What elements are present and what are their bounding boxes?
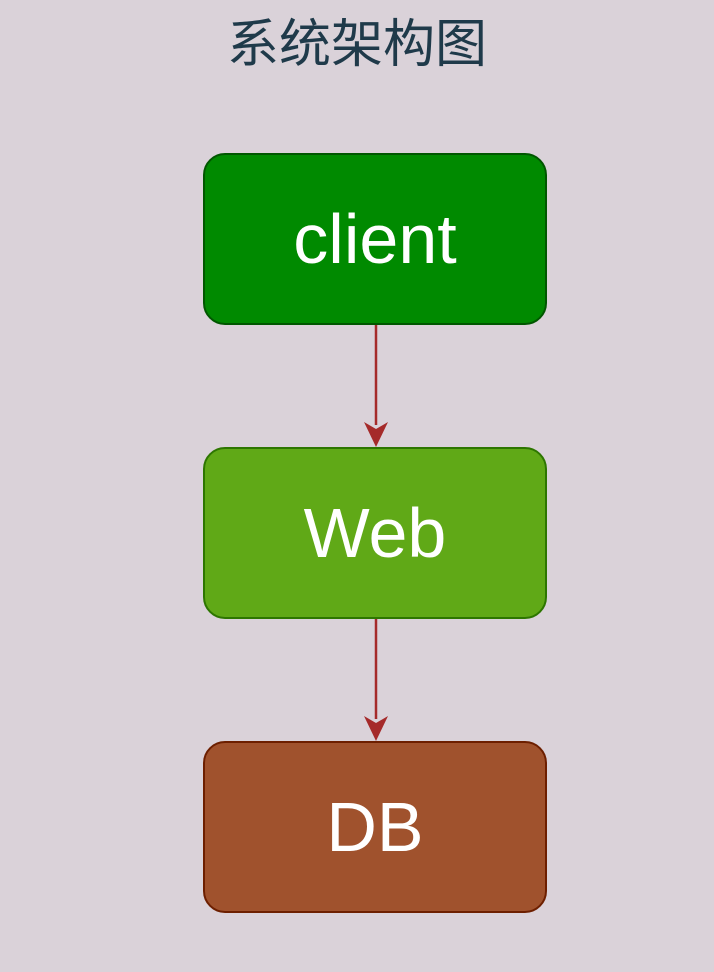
node-label: client bbox=[293, 200, 457, 278]
node-web[interactable]: Web bbox=[203, 447, 547, 619]
arrowhead-icon bbox=[364, 716, 388, 741]
node-db[interactable]: DB bbox=[203, 741, 547, 913]
node-label: DB bbox=[326, 788, 424, 866]
diagram-title: 系统架构图 bbox=[226, 15, 487, 75]
edge-web-to-db bbox=[364, 619, 388, 741]
node-client[interactable]: client bbox=[203, 153, 547, 325]
arrowhead-icon bbox=[364, 422, 388, 447]
node-label: Web bbox=[303, 494, 447, 572]
edge-client-to-web bbox=[364, 325, 388, 447]
